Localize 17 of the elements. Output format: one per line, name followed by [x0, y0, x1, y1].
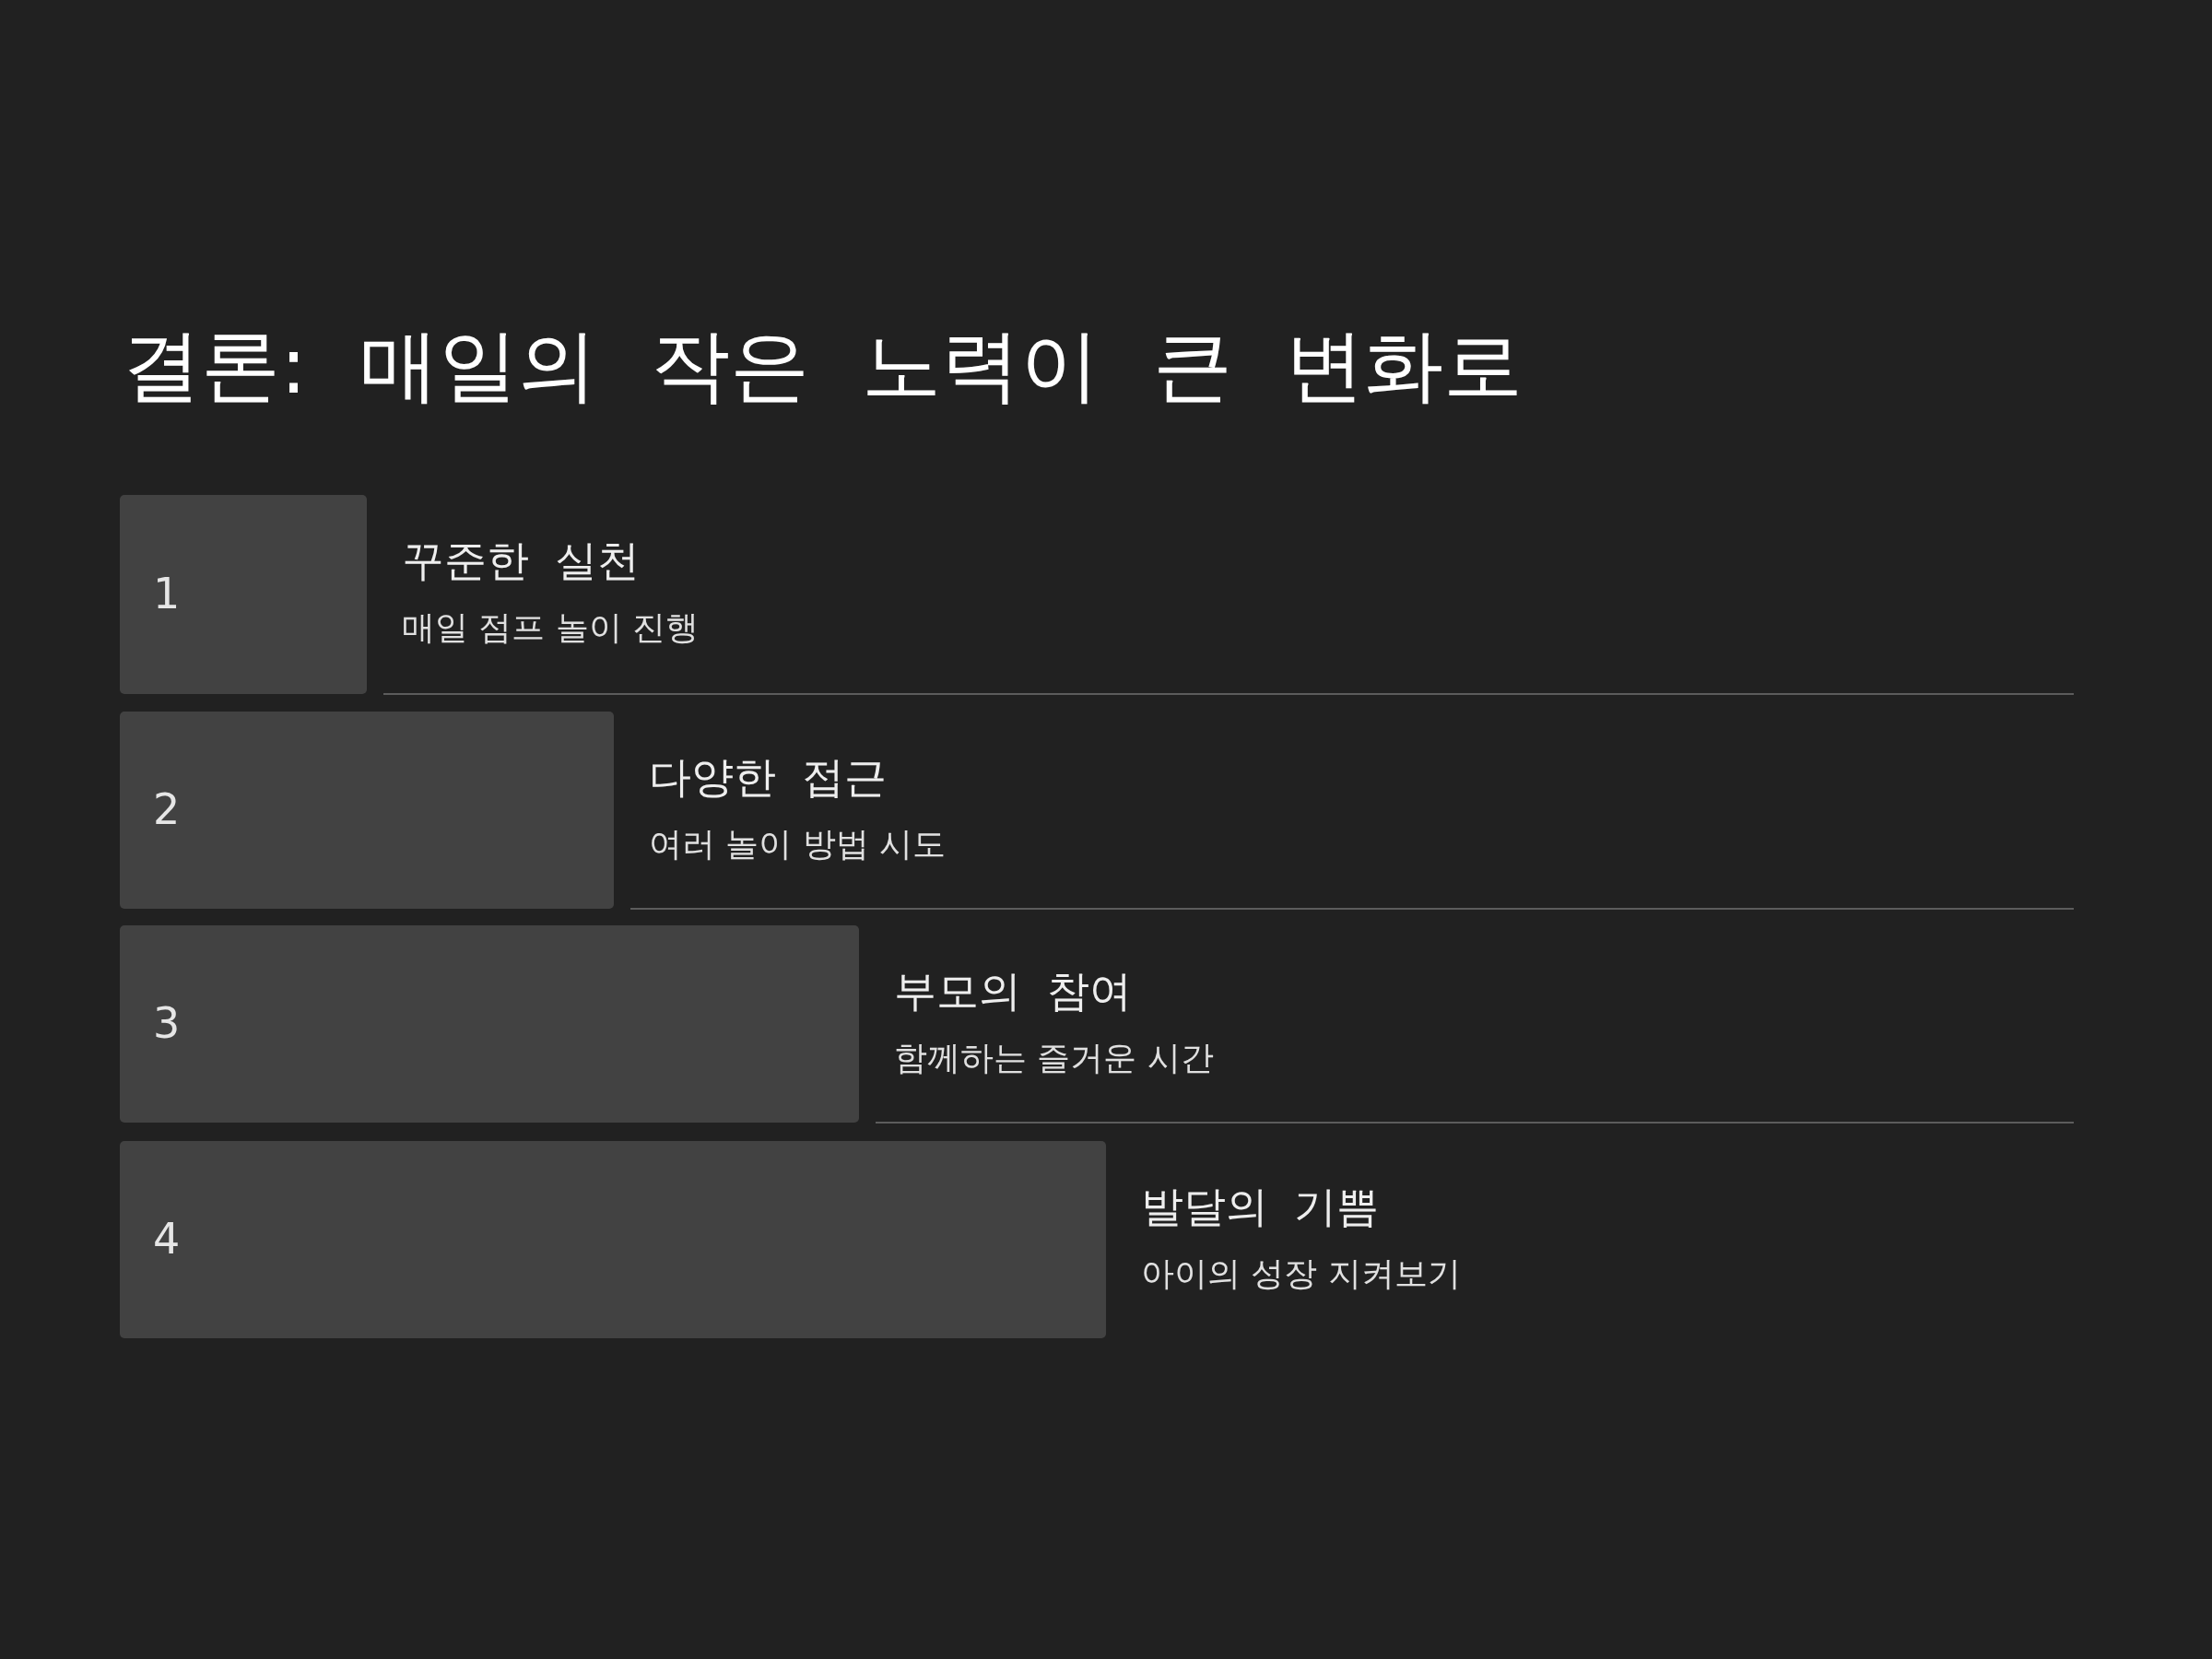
slide-title: 결론: 매일의 작은 노력이 큰 변화로: [122, 318, 1524, 413]
step-number: 1: [153, 569, 181, 620]
step-heading: 꾸준한 실천: [402, 535, 641, 587]
step-description: 여러 놀이 방법 시도: [649, 824, 947, 865]
step-heading: 부모의 참여: [894, 966, 1133, 1018]
step-bar: [120, 925, 859, 1123]
step-number: 3: [153, 998, 181, 1050]
step-number: 2: [153, 784, 181, 836]
step-heading: 다양한 접근: [649, 752, 888, 804]
step-number: 4: [153, 1214, 181, 1265]
step-description: 매일 점프 놀이 진행: [402, 607, 700, 648]
step-bar: [120, 495, 367, 694]
step-heading: 발달의 기쁨: [1141, 1182, 1380, 1233]
step-description: 함께하는 즐거운 시간: [894, 1038, 1214, 1078]
step-bar: [120, 712, 614, 909]
step-description: 아이의 성장 지켜보기: [1141, 1253, 1461, 1294]
step-bar: [120, 1141, 1106, 1338]
